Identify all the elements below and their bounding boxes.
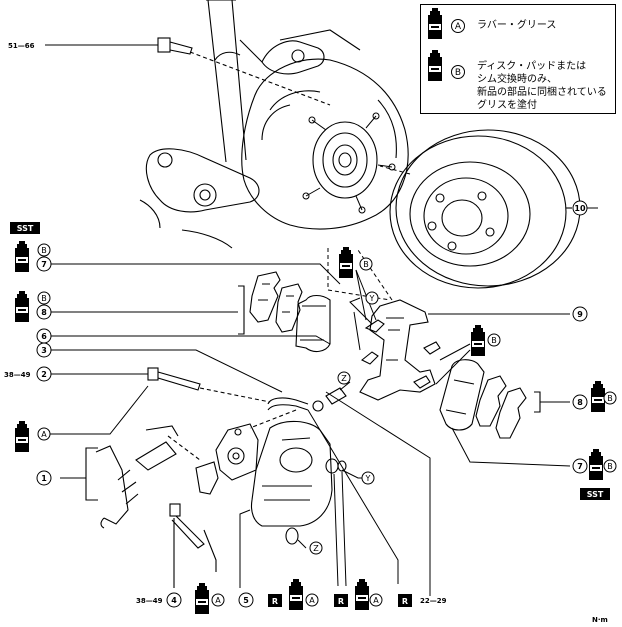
wear-sensor	[60, 425, 201, 529]
legend-b-line3: 新品の部品に同梱されている	[477, 87, 607, 98]
grease-icon	[339, 247, 353, 278]
callout-7-left: 7	[41, 260, 47, 269]
torque-22-29: 22—29	[420, 597, 447, 605]
callout-1: 1	[41, 474, 47, 483]
callout-2: 2	[41, 370, 47, 379]
brake-pads-inner	[40, 271, 331, 353]
grease-a-label: A	[373, 596, 379, 605]
grease-b-label: B	[41, 294, 47, 303]
callout-7-right: 7	[577, 462, 583, 471]
grease-icon	[428, 50, 442, 81]
torque-51-66: 51—66	[8, 42, 35, 50]
grease-a-label: A	[215, 596, 221, 605]
grease-icon	[428, 8, 442, 39]
z-label: Z	[313, 544, 319, 553]
brake-hose	[249, 387, 347, 545]
callout-9: 9	[577, 310, 583, 319]
legend-b-letter: B	[451, 65, 465, 79]
grease-icon	[591, 381, 605, 412]
r-label: R	[402, 597, 408, 606]
torque-38-49-lower: 38—49	[136, 597, 163, 605]
grease-icon	[589, 449, 603, 480]
grease-icon	[195, 583, 209, 614]
r-label: R	[272, 597, 278, 606]
grease-icon	[471, 325, 485, 356]
callout-4: 4	[171, 596, 177, 605]
y-label: Y	[369, 294, 375, 303]
grease-b-label: B	[607, 462, 613, 471]
callout-8-right: 8	[577, 398, 583, 407]
grease-b-label: B	[41, 246, 47, 255]
callout-6: 6	[41, 332, 47, 341]
knuckle-assembly	[139, 0, 409, 249]
callout-8-left: 8	[41, 308, 47, 317]
grease-b-label: B	[607, 394, 613, 403]
legend-b-line1: ディスク・パッドまたは	[477, 61, 587, 72]
grease-legend: A ラバー・グリース B ディスク・パッドまたは シム交換時のみ、 新品の部品に…	[420, 4, 616, 114]
r-label: R	[338, 597, 344, 606]
brake-pads-outer	[439, 359, 570, 439]
legend-b-line4: グリスを塗付	[477, 100, 537, 111]
torque-unit: N·m	[592, 616, 608, 624]
grease-b-label: B	[491, 336, 497, 345]
grease-icon	[15, 421, 29, 452]
callout-3: 3	[41, 346, 47, 355]
grease-a-label: A	[41, 430, 47, 439]
caliper-body	[195, 420, 333, 527]
legend-a-letter: A	[451, 19, 465, 33]
grease-a-label: A	[309, 596, 315, 605]
caliper-bracket	[359, 299, 570, 401]
sst-label: SST	[587, 490, 604, 499]
grease-icon	[289, 579, 303, 610]
legend-a-text: ラバー・グリース	[477, 20, 557, 31]
callout-10: 10	[574, 204, 586, 213]
brake-disc	[389, 129, 598, 289]
callout-5: 5	[243, 596, 249, 605]
y-label: Y	[365, 474, 371, 483]
grease-b-label: B	[363, 260, 369, 269]
guide-pin-bolt-upper	[40, 367, 271, 403]
legend-b-line2: シム交換時のみ、	[477, 74, 557, 85]
guide-pin-bolt-lower	[169, 503, 217, 588]
knuckle-bolt	[45, 37, 331, 106]
grease-icon	[15, 241, 29, 272]
z-label: Z	[341, 374, 347, 383]
grease-icon	[15, 291, 29, 322]
grease-icon	[355, 579, 369, 610]
sst-label: SST	[17, 224, 34, 233]
torque-38-49-upper: 38—49	[4, 371, 31, 379]
